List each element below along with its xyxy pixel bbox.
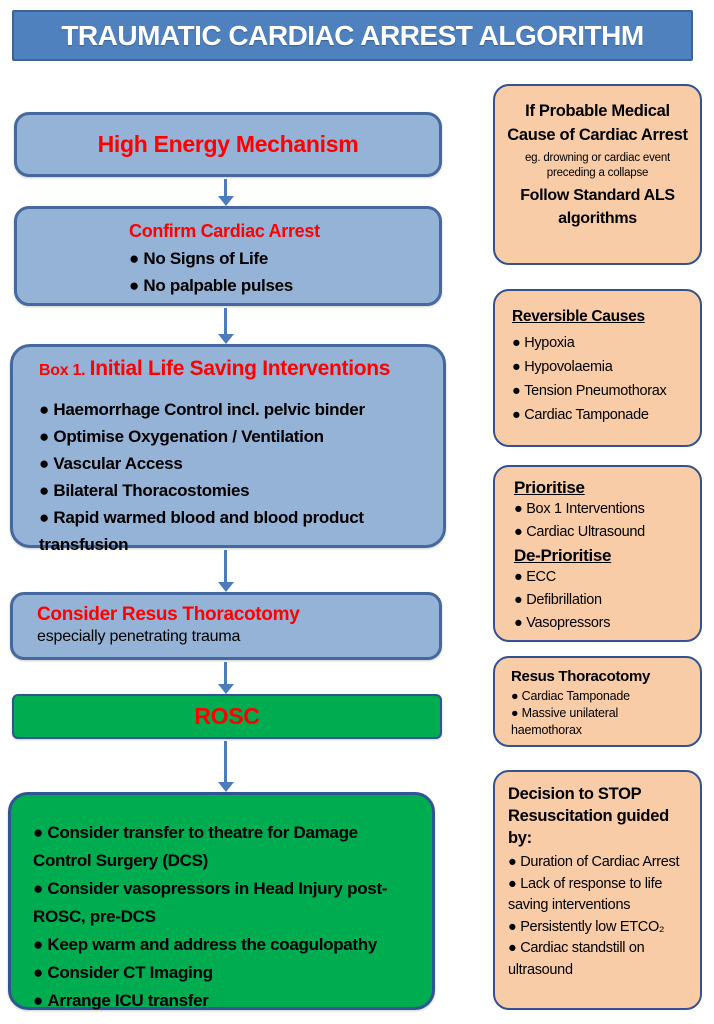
stop-resuscitation-bullet: Persistently low ETCO₂ [508,917,690,939]
resus-thoracotomy-indications-heading: Resus Thoracotomy [511,668,651,685]
high-energy-mechanism-box: High Energy Mechanism [14,112,442,177]
de-prioritise-bullet: Defibrillation [514,589,694,612]
prioritise-bullet: Box 1 Interventions [514,498,694,521]
post-rosc-actions-box: Consider transfer to theatre for Damage … [8,792,435,1010]
medical-cause-title: If Probable Medical Cause of Cardiac Arr… [507,102,688,144]
box1-bullet: Haemorrhage Control incl. pelvic binder [39,396,425,423]
confirm-bullet: No palpable pulses [129,272,439,299]
rosc-label: ROSC [194,703,260,729]
box1-label: Box 1. [39,362,86,379]
rosc-box: ROSC [12,694,442,739]
de-prioritise-bullet: Vasopressors [514,612,694,635]
box1-heading: Box 1. Initial Life Saving Interventions [39,357,425,381]
page-title: TRAUMATIC CARDIAC ARREST ALGORITHM [12,10,693,61]
stop-resuscitation-bullet-list: Duration of Cardiac Arrest Lack of respo… [508,852,690,981]
reversible-cause-bullet: Tension Pneumothorax [512,379,694,403]
medical-cause-note-box: If Probable Medical Cause of Cardiac Arr… [493,84,702,265]
stop-resuscitation-bullet: Lack of response to life saving interven… [508,874,690,917]
confirm-bullet: No Signs of Life [129,245,439,272]
resus-thoracotomy-heading: Consider Resus Thoracotomy [37,604,300,625]
post-rosc-bullet: Consider transfer to theatre for Damage … [33,819,414,875]
medical-cause-action: Follow Standard ALS algorithms [520,187,675,227]
resus-thoracotomy-indications-box: Resus Thoracotomy Cardiac Tamponade Mass… [493,656,702,747]
prioritise-bullet: Cardiac Ultrasound [514,521,694,544]
box1-bullet: Optimise Oxygenation / Ventilation [39,423,425,450]
high-energy-mechanism-label: High Energy Mechanism [97,131,359,157]
post-rosc-bullet: Arrange ICU transfer [33,987,414,1015]
box1-bullet-list: Haemorrhage Control incl. pelvic binder … [39,396,425,558]
stop-resuscitation-bullet: Duration of Cardiac Arrest [508,852,690,874]
box1-bullet: Bilateral Thoracostomies [39,477,425,504]
resus-thoracotomy-indication-bullet: Cardiac Tamponade [511,688,688,705]
resus-thoracotomy-note: especially penetrating trauma [37,628,241,645]
flow-arrow-icon [217,179,234,206]
flow-arrow-icon [217,741,234,792]
reversible-cause-bullet: Cardiac Tamponade [512,403,694,427]
reversible-causes-box: Reversible Causes Hypoxia Hypovolaemia T… [493,289,702,447]
reversible-cause-bullet: Hypovolaemia [512,355,694,379]
resus-thoracotomy-indication-bullet: Massive unilateral haemothorax [511,705,688,739]
box1-bullet: Vascular Access [39,450,425,477]
stop-resuscitation-heading: Decision to STOP Resuscitation guided by… [508,785,669,847]
confirm-cardiac-arrest-heading: Confirm Cardiac Arrest [129,221,320,241]
stop-resuscitation-bullet: Cardiac standstill on ultrasound [508,938,690,981]
box1-title: Initial Life Saving Interventions [89,357,391,380]
confirm-cardiac-arrest-box: Confirm Cardiac Arrest No Signs of Life … [14,206,442,306]
medical-cause-example: eg. drowning or cardiac event preceding … [524,152,671,179]
stop-resuscitation-box: Decision to STOP Resuscitation guided by… [493,770,702,1010]
flow-arrow-icon [217,308,234,344]
prioritise-box: Prioritise Box 1 Interventions Cardiac U… [493,465,702,642]
prioritise-heading: Prioritise [514,478,585,497]
box1-bullet: Rapid warmed blood and blood product tra… [39,504,425,558]
post-rosc-bullet: Consider CT Imaging [33,959,414,987]
reversible-causes-heading: Reversible Causes [512,308,645,325]
consider-resus-thoracotomy-box: Consider Resus Thoracotomy especially pe… [10,592,442,660]
initial-life-saving-interventions-box: Box 1. Initial Life Saving Interventions… [10,344,446,554]
de-prioritise-heading: De-Prioritise [514,546,612,565]
reversible-cause-bullet: Hypoxia [512,331,694,355]
flow-arrow-icon [217,550,234,592]
de-prioritise-bullet: ECC [514,566,694,589]
flow-arrow-icon [217,662,234,694]
post-rosc-bullet: Keep warm and address the coagulopathy [33,931,414,959]
post-rosc-bullet: Consider vasopressors in Head Injury pos… [33,875,414,931]
